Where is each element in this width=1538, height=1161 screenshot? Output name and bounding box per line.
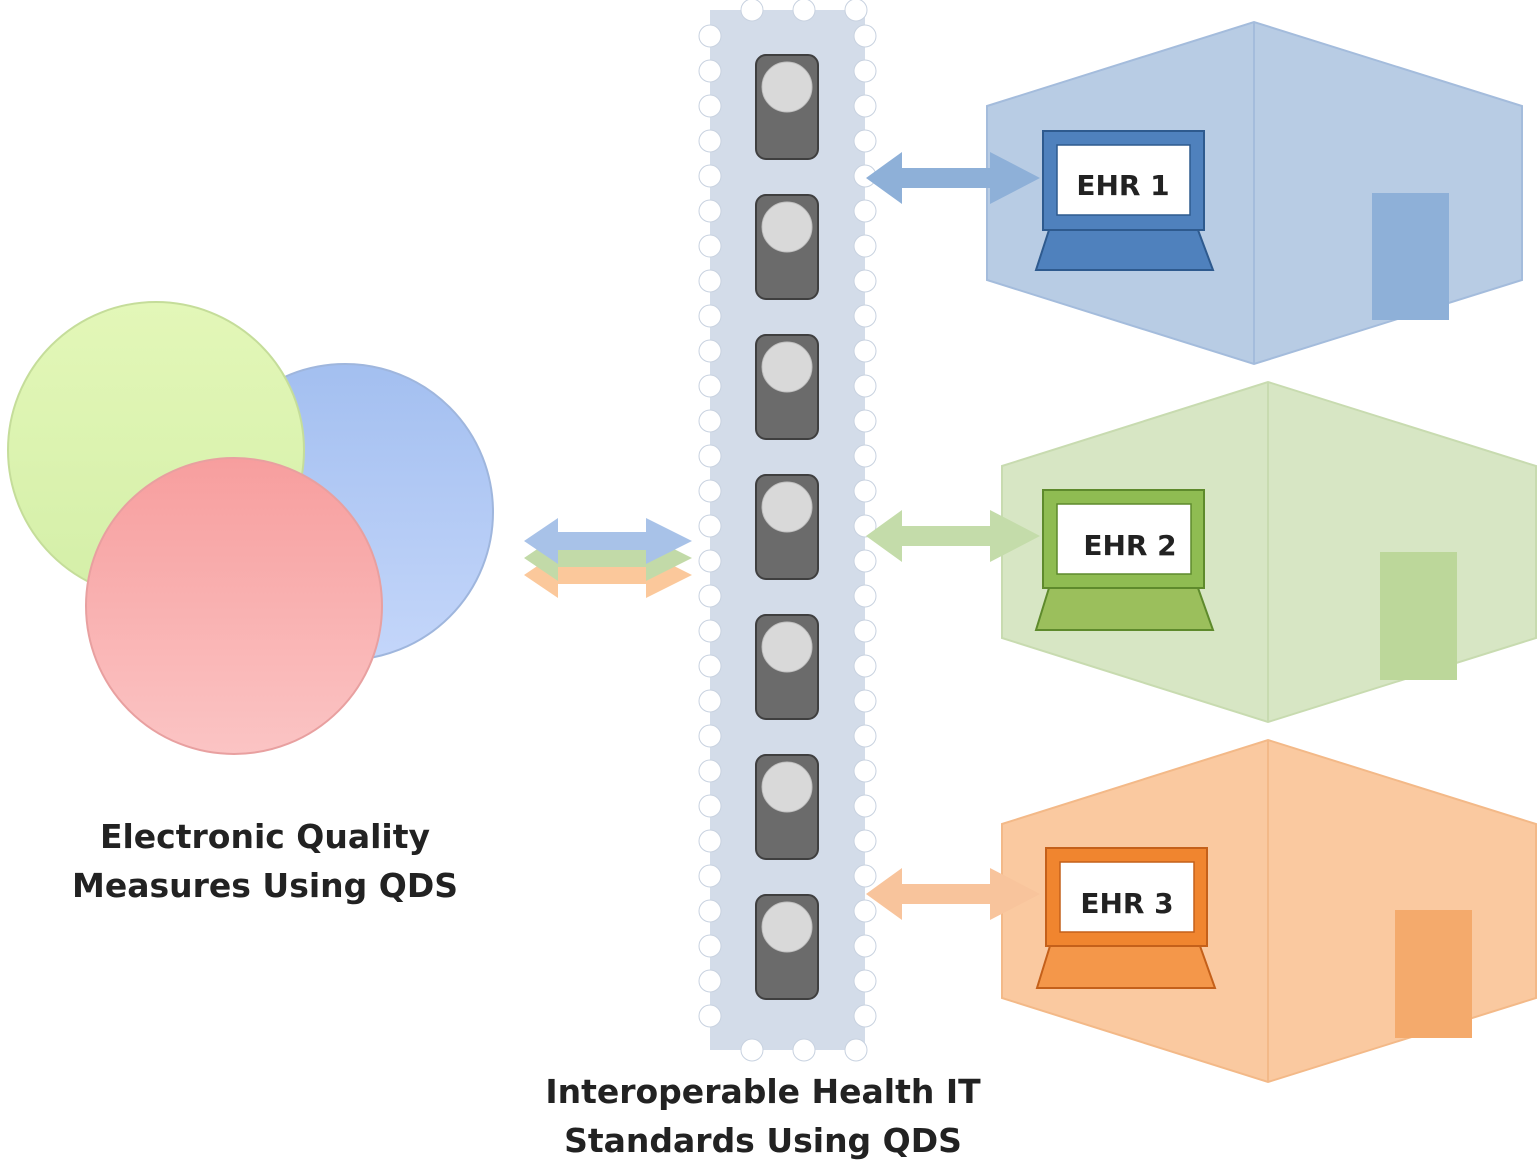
- ehr-3-arrow: [866, 868, 1040, 920]
- standards-caption-line1: Interoperable Health IT: [545, 1072, 981, 1111]
- bus-perforation: [698, 24, 722, 48]
- quality-measures-circles: [7, 301, 494, 755]
- ehr-2-laptop: EHR 2: [1034, 489, 1215, 631]
- bus-perforation: [853, 479, 877, 503]
- bus-perforation: [698, 409, 722, 433]
- bus-perforation: [698, 584, 722, 608]
- bus-perforation: [853, 584, 877, 608]
- bus-perforation: [853, 199, 877, 223]
- bus-perforation: [698, 374, 722, 398]
- bus-perforation: [853, 689, 877, 713]
- bus-perforation: [698, 234, 722, 258]
- ehr-3-site: EHR 3: [866, 738, 1537, 1084]
- bus-perforation: [698, 864, 722, 888]
- bus-perforation: [853, 829, 877, 853]
- bus-perforation: [698, 304, 722, 328]
- ehr-2-label: EHR 2: [1083, 529, 1176, 562]
- bus-perforation: [853, 339, 877, 363]
- bus-perforation: [698, 94, 722, 118]
- bus-perforation: [698, 759, 722, 783]
- bus-chip-dot: [761, 481, 813, 533]
- bus-chip-dot: [761, 901, 813, 953]
- bus-perforation: [698, 339, 722, 363]
- ehr-1-door: [1372, 193, 1449, 320]
- ehr-3-laptop: EHR 3: [1035, 847, 1217, 989]
- measures-to-standards-arrows: [524, 518, 692, 598]
- bus-perforation: [698, 969, 722, 993]
- bus-perforation: [853, 514, 877, 538]
- bus-perforation: [698, 619, 722, 643]
- bus-perforation: [853, 759, 877, 783]
- bus-perforation: [698, 794, 722, 818]
- quality-measures-caption-line2: Measures Using QDS: [72, 866, 458, 905]
- bus-perforation: [853, 549, 877, 573]
- bus-chip-dot: [761, 201, 813, 253]
- ehr-1-site: EHR 1: [866, 20, 1523, 366]
- bus-perforation: [853, 59, 877, 83]
- bus-perforation: [853, 444, 877, 468]
- bus-chip-dot: [761, 341, 813, 393]
- bus-perforation: [844, 1038, 868, 1062]
- bus-perforation: [740, 1038, 764, 1062]
- bus-perforation: [740, 0, 764, 22]
- bus-perforation: [853, 1004, 877, 1028]
- bus-perforation: [853, 934, 877, 958]
- bus-chip-dot: [761, 761, 813, 813]
- standards-caption-line2: Standards Using QDS: [564, 1121, 962, 1160]
- quality-measures-caption-line1: Electronic Quality: [100, 817, 430, 856]
- bus-perforation: [853, 304, 877, 328]
- red-circle: [85, 457, 383, 755]
- bus-perforation: [853, 654, 877, 678]
- bus-perforation: [698, 514, 722, 538]
- ehr-1-arrow: [866, 152, 1040, 204]
- bus-perforation: [698, 199, 722, 223]
- bus-perforation: [698, 129, 722, 153]
- bus-chip-dot: [761, 621, 813, 673]
- interoperable-standards-bus: [698, 0, 877, 1062]
- ehr-1-laptop: EHR 1: [1034, 130, 1215, 271]
- ehr-3-door: [1395, 910, 1472, 1038]
- ehr-3-label: EHR 3: [1080, 887, 1173, 920]
- ehr-1-label: EHR 1: [1076, 169, 1169, 202]
- bus-perforation: [698, 829, 722, 853]
- bus-perforation: [698, 899, 722, 923]
- bus-perforation: [853, 794, 877, 818]
- blue-double-arrow: [524, 518, 692, 564]
- bus-perforation: [698, 689, 722, 713]
- bus-perforation: [853, 724, 877, 748]
- bus-perforation: [698, 934, 722, 958]
- bus-perforation: [698, 654, 722, 678]
- bus-perforation: [853, 234, 877, 258]
- bus-perforation: [698, 59, 722, 83]
- ehr-2-arrow: [866, 510, 1040, 562]
- bus-perforation: [853, 899, 877, 923]
- bus-perforation: [853, 24, 877, 48]
- bus-perforation: [853, 94, 877, 118]
- bus-perforation: [853, 969, 877, 993]
- bus-perforation: [698, 724, 722, 748]
- bus-perforation: [844, 0, 868, 22]
- bus-perforation: [698, 549, 722, 573]
- bus-perforation: [698, 164, 722, 188]
- ehr-2-door: [1380, 552, 1457, 680]
- bus-perforation: [698, 479, 722, 503]
- bus-perforation: [853, 619, 877, 643]
- bus-perforation: [792, 1038, 816, 1062]
- bus-perforation: [853, 269, 877, 293]
- ehr-2-site: EHR 2: [866, 380, 1537, 724]
- bus-perforation: [853, 864, 877, 888]
- bus-perforation: [698, 444, 722, 468]
- bus-perforation: [698, 1004, 722, 1028]
- bus-perforation: [853, 374, 877, 398]
- bus-chip-dot: [761, 61, 813, 113]
- bus-perforation: [792, 0, 816, 22]
- bus-perforation: [853, 409, 877, 433]
- bus-perforation: [698, 269, 722, 293]
- bus-perforation: [853, 129, 877, 153]
